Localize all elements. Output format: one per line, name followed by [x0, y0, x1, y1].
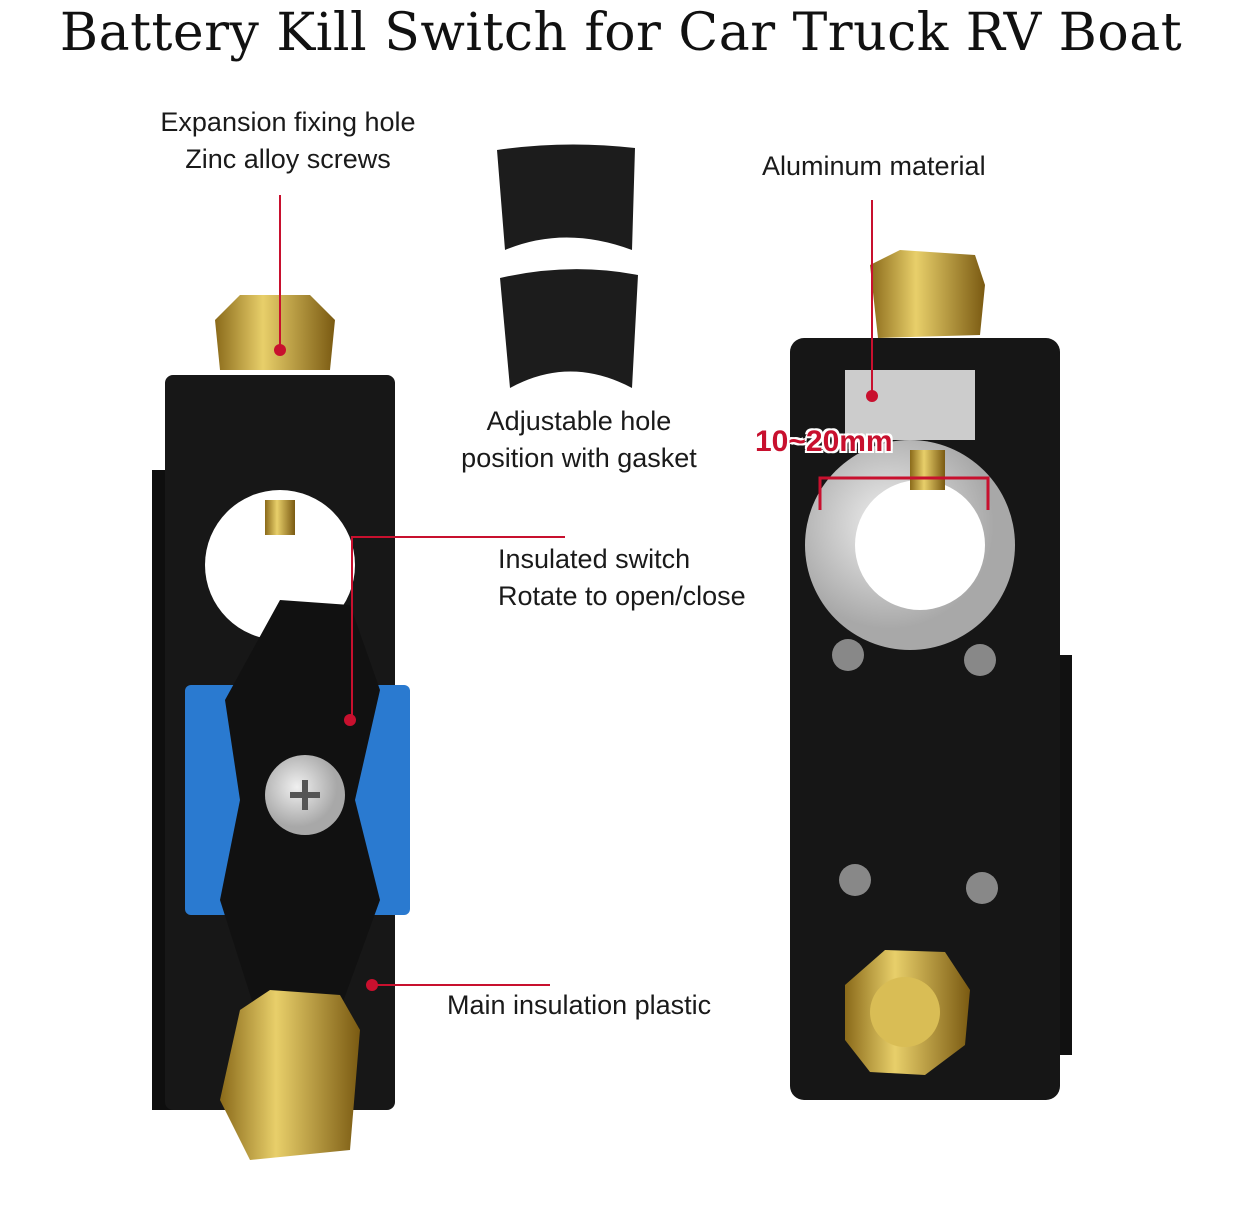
callout-line: position with gasket	[461, 443, 697, 473]
callout-line: Rotate to open/close	[498, 581, 746, 611]
callout-dots	[274, 344, 878, 991]
callout-line: Insulated switch	[498, 544, 691, 574]
body-screws	[832, 639, 998, 904]
callout-lines	[279, 195, 990, 986]
left-switch	[152, 295, 410, 1160]
callout-line: Zinc alloy screws	[185, 144, 391, 174]
callout-line: Expansion fixing hole	[160, 107, 416, 137]
callout-line: Adjustable hole	[486, 406, 672, 436]
callout-gasket: Adjustable hole position with gasket	[440, 403, 718, 477]
mount-hole	[205, 490, 355, 640]
callout-plastic: Main insulation plastic	[447, 990, 712, 1020]
top-bolt-left	[215, 295, 335, 370]
top-bolt-right	[870, 250, 985, 338]
gasket-bottom	[500, 269, 638, 388]
callout-switch: Insulated switch Rotate to open/close	[498, 541, 746, 615]
callout-aluminum: Aluminum material	[762, 151, 986, 181]
gasket-top	[497, 144, 635, 250]
page-title: Battery Kill Switch for Car Truck RV Boa…	[59, 3, 1183, 63]
callout-expansion: Expansion fixing hole Zinc alloy screws	[148, 104, 428, 178]
right-switch	[790, 250, 1072, 1100]
bottom-bolt-left	[220, 990, 360, 1160]
dimension-label: 10~20mm	[755, 425, 893, 458]
